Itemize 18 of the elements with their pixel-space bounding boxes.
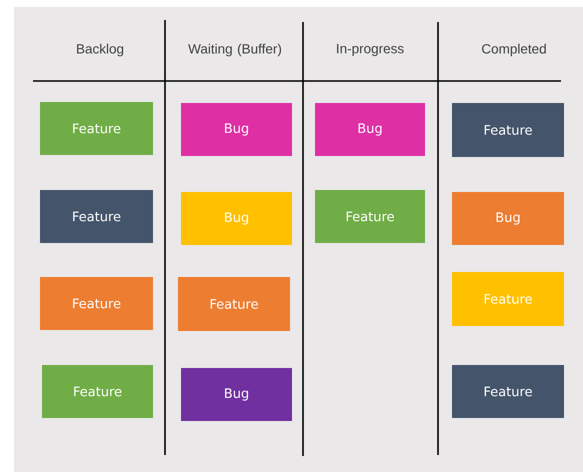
- card: Feature: [452, 103, 564, 157]
- column-header: In-progress: [337, 44, 404, 56]
- card: Feature: [42, 365, 153, 418]
- card: Feature: [40, 102, 153, 155]
- card: Bug: [181, 103, 292, 156]
- card: Feature: [178, 277, 290, 331]
- card: Feature: [40, 277, 153, 330]
- column-header: Completed: [482, 44, 546, 56]
- card: Feature: [452, 365, 564, 418]
- card: Bug: [452, 192, 564, 245]
- card: Feature: [40, 190, 153, 243]
- card: Feature: [315, 190, 425, 243]
- column-header: Backlog: [77, 44, 124, 56]
- card: Feature: [452, 272, 564, 326]
- card: Bug: [181, 192, 292, 245]
- card: Bug: [315, 103, 425, 156]
- column-header: Waiting (Buffer): [188, 44, 282, 56]
- card: Bug: [181, 368, 292, 421]
